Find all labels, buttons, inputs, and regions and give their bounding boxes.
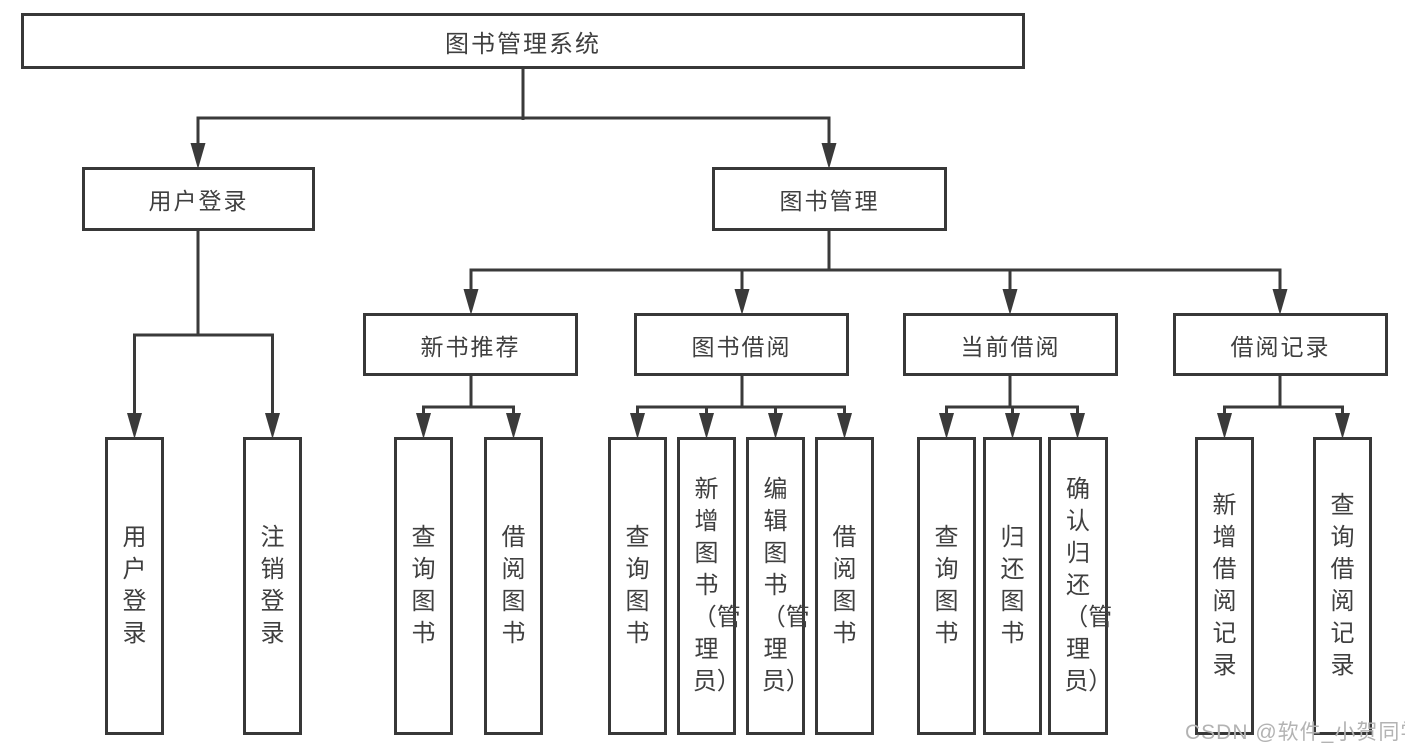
node-label: 查询图书 xyxy=(625,524,650,647)
node-label: 借阅记录 xyxy=(1230,333,1331,360)
leaf-user-login: 用户登录 xyxy=(105,437,164,735)
leaf-query-books-borrowing: 查询图书 xyxy=(608,437,667,735)
leaf-add-borrow-record: 新增借阅记录 xyxy=(1195,437,1254,735)
node-label: 当前借阅 xyxy=(960,333,1061,360)
leaf-confirm-return-admin: 确认归还（管理员） xyxy=(1048,437,1113,735)
node-label: 查询图书 xyxy=(934,524,959,647)
leaf-query-borrow-record: 查询借阅记录 xyxy=(1313,437,1372,735)
leaf-query-books-recommend: 查询图书 xyxy=(394,437,453,735)
leaf-query-books-current: 查询图书 xyxy=(917,437,976,735)
leaf-borrow-books-recommend: 借阅图书 xyxy=(484,437,543,735)
node-label: 确认归还（管理员） xyxy=(1064,476,1113,695)
node-borrow-records: 借阅记录 xyxy=(1173,313,1388,376)
node-label: 新增借阅记录 xyxy=(1212,492,1237,679)
node-label: 编辑图书（管理员） xyxy=(761,476,810,695)
node-book-borrowing: 图书借阅 xyxy=(634,313,849,376)
node-user-login: 用户登录 xyxy=(82,167,315,231)
node-label: 注销登录 xyxy=(260,524,285,647)
node-label: 新书推荐 xyxy=(420,333,521,360)
node-library-management-system: 图书管理系统 xyxy=(21,13,1025,69)
node-label: 归还图书 xyxy=(1000,524,1025,647)
leaf-edit-books-admin: 编辑图书（管理员） xyxy=(746,437,810,735)
node-label: 查询图书 xyxy=(411,524,436,647)
leaf-borrow-books: 借阅图书 xyxy=(815,437,874,735)
node-book-management: 图书管理 xyxy=(712,167,947,231)
node-label: 新增图书（管理员） xyxy=(692,476,741,695)
node-label: 用户登录 xyxy=(148,188,249,214)
leaf-return-books: 归还图书 xyxy=(983,437,1042,735)
node-label: 查询借阅记录 xyxy=(1330,492,1355,679)
leaf-add-books-admin: 新增图书（管理员） xyxy=(677,437,741,735)
node-new-book-recommend: 新书推荐 xyxy=(363,313,578,376)
node-label: 借阅图书 xyxy=(832,524,857,647)
node-label: 图书管理系统 xyxy=(445,30,601,58)
csdn-watermark: CSDN @软件_小贺同学 xyxy=(1185,721,1405,744)
node-current-borrowing: 当前借阅 xyxy=(903,313,1118,376)
node-label: 借阅图书 xyxy=(501,524,526,647)
arrowheads xyxy=(127,143,1350,439)
node-label: 图书管理 xyxy=(779,188,880,214)
elbow-lines xyxy=(133,68,1344,418)
leaf-logout: 注销登录 xyxy=(243,437,302,735)
node-label: 用户登录 xyxy=(122,524,147,647)
node-label: 图书借阅 xyxy=(691,333,792,360)
